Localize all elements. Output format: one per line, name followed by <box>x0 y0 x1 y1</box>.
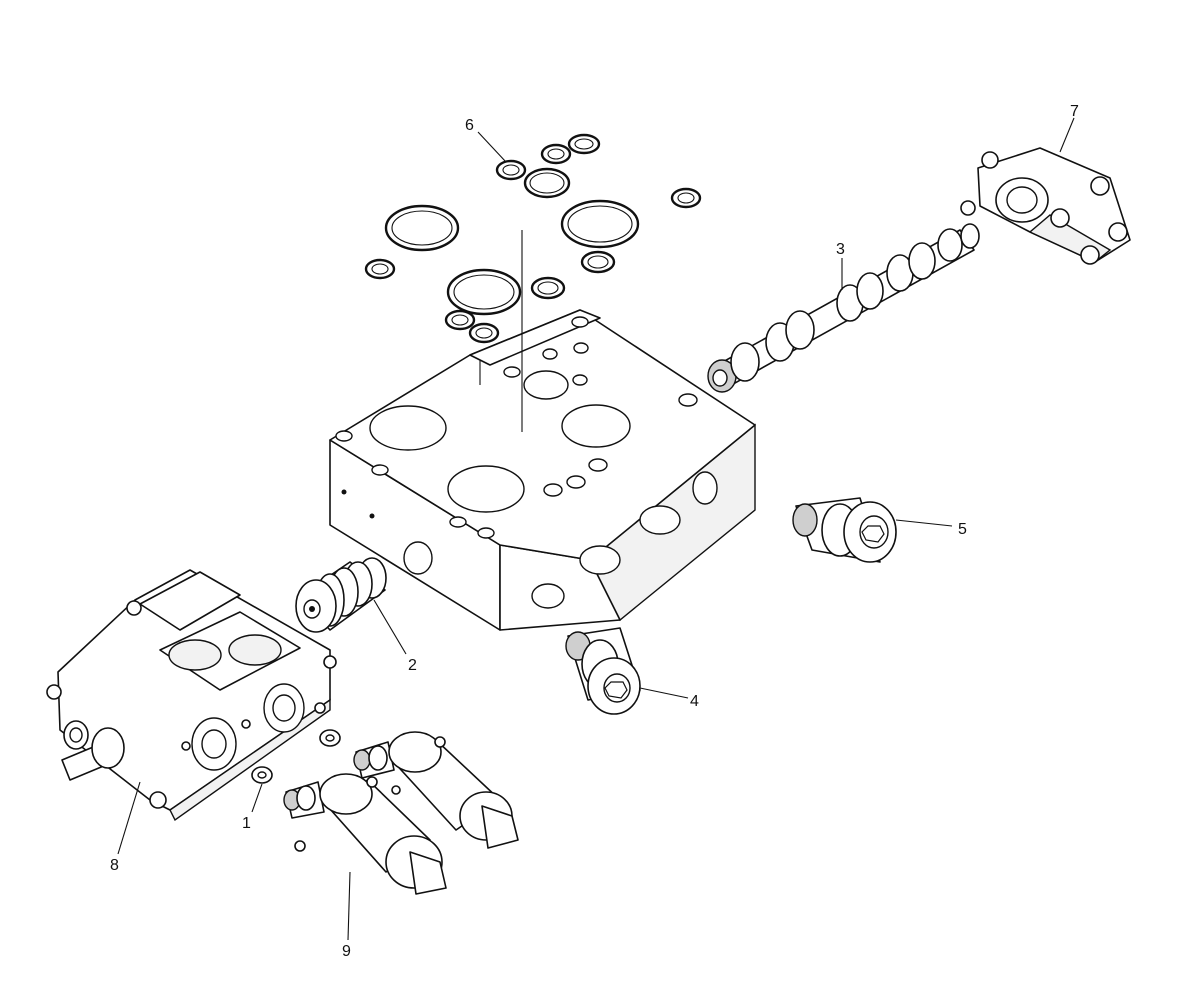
relief-valve-front <box>565 627 641 715</box>
spool <box>707 223 980 393</box>
callout-8: 8 <box>110 857 119 874</box>
seal-ring <box>523 167 571 199</box>
callout-7: 7 <box>1070 103 1079 120</box>
leader-line-6 <box>477 131 507 163</box>
callout-4: 4 <box>690 693 699 710</box>
seal-ring <box>567 133 601 155</box>
leader-lines <box>117 117 1075 941</box>
leader-line-4 <box>639 687 689 699</box>
relief-valve-right <box>792 497 897 563</box>
callout-9: 9 <box>342 943 351 960</box>
solenoid-housing <box>46 569 337 822</box>
callout-2: 2 <box>408 657 417 674</box>
leader-line-5 <box>895 519 953 527</box>
seal-ring <box>364 258 396 280</box>
seal-ring <box>495 159 527 181</box>
seal-ring <box>384 204 460 252</box>
seal-ring <box>444 309 476 331</box>
seal-ring <box>540 143 572 165</box>
nut <box>319 729 341 747</box>
callout-6: 6 <box>465 117 474 134</box>
spool-spring-assembly <box>295 557 387 633</box>
callout-1: 1 <box>242 815 251 832</box>
seal-ring <box>580 250 616 274</box>
leader-line-1 <box>251 783 263 813</box>
leader-line-2 <box>373 599 407 655</box>
seal-ring <box>446 268 522 316</box>
seal-ring <box>530 276 566 300</box>
seal-ring <box>468 322 500 344</box>
leader-line-8 <box>117 781 141 855</box>
seal-ring <box>670 187 702 209</box>
nut <box>251 766 273 784</box>
callouts: 1 2 3 4 5 6 7 8 9 <box>110 103 1079 960</box>
callout-3: 3 <box>836 241 845 258</box>
callout-5: 5 <box>958 521 967 538</box>
leader-line-7 <box>1059 117 1075 153</box>
solenoid-coil-front <box>283 773 447 895</box>
valve-body <box>329 309 756 631</box>
seal-rings-group <box>364 133 702 344</box>
leader-line-9 <box>347 871 351 941</box>
solenoid-coil-back <box>353 731 519 849</box>
spool-end-cover <box>960 147 1131 265</box>
seal-ring <box>560 199 640 249</box>
